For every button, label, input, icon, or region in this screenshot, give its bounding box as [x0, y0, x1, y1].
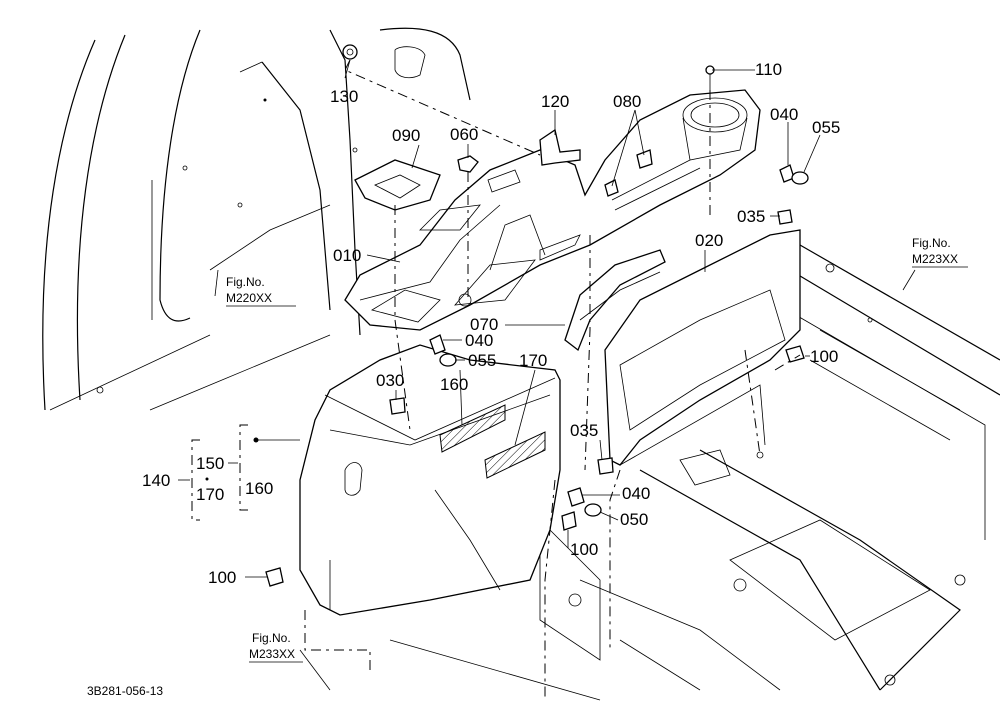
hardware-parts — [205, 44, 809, 587]
callout-035-upper: 035 — [737, 207, 765, 226]
callout-110: 110 — [755, 60, 782, 79]
callout-055-upper: 055 — [812, 118, 840, 137]
callout-070: 070 — [470, 315, 498, 334]
callout-100-right: 100 — [810, 347, 838, 366]
callout-120: 120 — [541, 92, 569, 111]
callout-035-lower: 035 — [570, 421, 598, 440]
callout-055-lower: 050 — [620, 510, 648, 529]
callout-050: 055 — [468, 351, 496, 370]
assembly-group-brackets — [178, 424, 248, 521]
fig-ref-m233-line1: Fig.No. — [252, 631, 291, 645]
fig-ref-m223-line1: Fig.No. — [912, 236, 951, 250]
callout-100-center: 100 — [570, 540, 598, 559]
figure-references: Fig.No. M220XX Fig.No. M223XX Fig.No. M2… — [226, 236, 968, 663]
callout-160-lower: 160 — [245, 479, 273, 498]
rear-panel-020 — [604, 229, 801, 466]
callout-040-upper: 040 — [770, 105, 798, 124]
console-upper-cover-010 — [344, 89, 761, 331]
fender-outline — [42, 27, 471, 411]
callout-040-mid: 040 — [465, 331, 493, 350]
side-cover-front — [299, 344, 561, 616]
leader-lines — [214, 59, 916, 691]
callout-150: 150 — [196, 454, 224, 473]
drawing-number: 3B281-056-13 — [87, 684, 163, 698]
callout-170-lower: 170 — [196, 485, 224, 504]
callout-140: 140 — [142, 471, 170, 490]
callout-040-lower: 040 — [622, 484, 650, 503]
callout-100-left: 100 — [208, 568, 236, 587]
callout-060: 060 — [450, 125, 478, 144]
callout-160-upper: 160 — [440, 375, 468, 394]
assembly-center-lines — [304, 59, 801, 700]
callout-130: 130 — [330, 87, 358, 106]
fig-ref-m233-line2: M233XX — [249, 647, 295, 661]
callout-030: 030 — [376, 371, 404, 390]
callout-080: 080 — [613, 92, 641, 111]
callout-170-upper: 170 — [519, 351, 547, 370]
fig-ref-m220-line1: Fig.No. — [226, 275, 265, 289]
callout-090: 090 — [392, 126, 420, 145]
side-rail-070 — [564, 249, 666, 352]
callout-010: 010 — [333, 246, 361, 265]
callout-020: 020 — [695, 231, 723, 250]
fig-ref-m223-line2: M223XX — [912, 252, 958, 266]
callout-labels: 130 090 060 120 080 110 040 055 035 020 … — [142, 60, 840, 587]
floor-deck-outline — [389, 244, 1000, 701]
fig-ref-m220-line2: M220XX — [226, 291, 272, 305]
